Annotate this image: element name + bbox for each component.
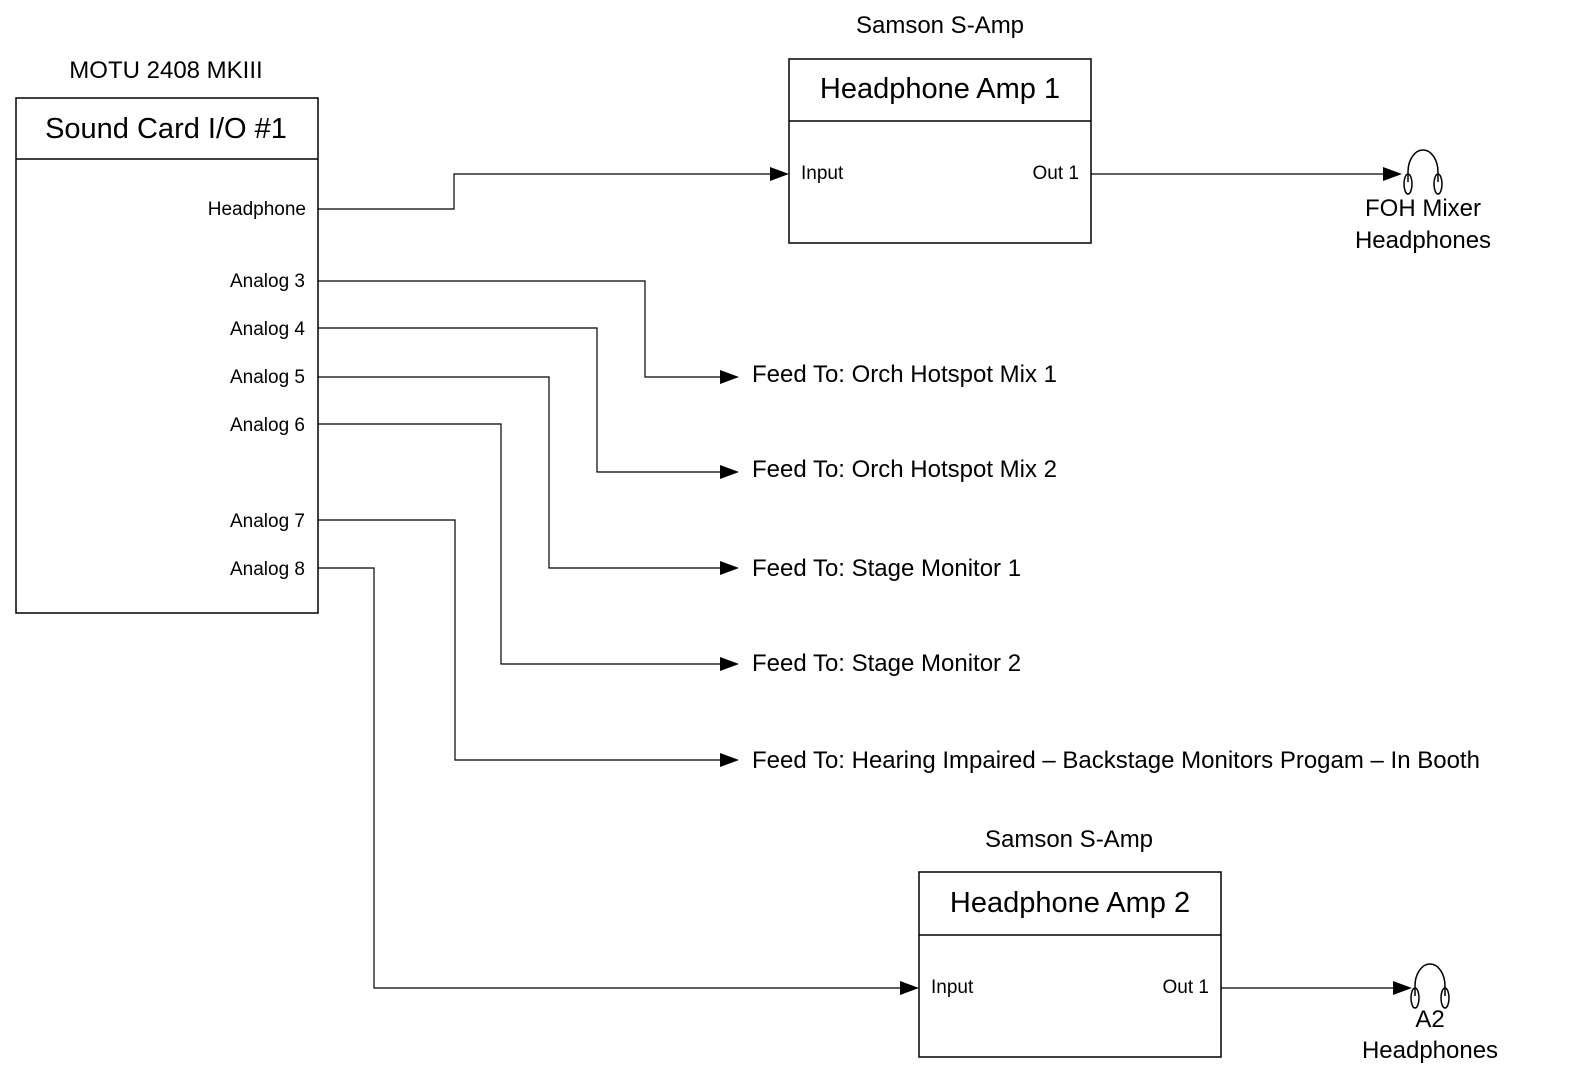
wire-analog6-to-feed4 <box>318 423 722 665</box>
amp2-title: Headphone Amp 2 <box>950 887 1190 919</box>
foh-headphones-label-line2: Headphones <box>1355 227 1491 254</box>
sound-card-title: Sound Card I/O #1 <box>45 113 287 145</box>
arrow-amp2-input <box>900 981 919 995</box>
arrow-foh-headphones <box>1383 167 1402 181</box>
amp1-output-label: Out 1 <box>1033 163 1079 184</box>
feed-label-orch-hotspot-mix-2: Feed To: Orch Hotspot Mix 2 <box>752 456 1057 483</box>
arrow-feed2 <box>720 465 739 479</box>
arrow-amp1-input <box>770 167 789 181</box>
wire-headphone-to-amp1 <box>318 173 772 210</box>
wire-analog4-to-feed2 <box>318 327 722 473</box>
headphones-icon <box>1403 149 1443 195</box>
a2-headphones-label-line1: A2 <box>1415 1006 1444 1033</box>
amp2-input-label: Input <box>931 977 974 998</box>
feed-label-orch-hotspot-mix-1: Feed To: Orch Hotspot Mix 1 <box>752 361 1057 388</box>
wire-analog5-to-feed3 <box>318 376 722 569</box>
foh-headphones-label-line1: FOH Mixer <box>1365 195 1481 222</box>
sound-card-box <box>15 97 319 614</box>
amp2-box <box>918 871 1222 1058</box>
sound-card-device-label: MOTU 2408 MKIII <box>69 57 262 84</box>
arrow-feed3 <box>720 561 739 575</box>
port-analog-7: Analog 7 <box>230 511 305 532</box>
a2-headphones-label-line2: Headphones <box>1362 1037 1498 1064</box>
feed-label-stage-monitor-1: Feed To: Stage Monitor 1 <box>752 555 1021 582</box>
amp2-output-label: Out 1 <box>1163 977 1209 998</box>
wire-analog8-to-amp2 <box>318 567 902 989</box>
port-analog-6: Analog 6 <box>230 415 305 436</box>
headphones-icon <box>1410 963 1450 1009</box>
amp1-input-label: Input <box>801 163 844 184</box>
port-analog-8: Analog 8 <box>230 559 305 580</box>
amp1-title: Headphone Amp 1 <box>820 73 1060 105</box>
port-analog-3: Analog 3 <box>230 271 305 292</box>
amp2-device-label: Samson S-Amp <box>985 826 1153 853</box>
port-headphone: Headphone <box>208 199 306 220</box>
port-analog-4: Analog 4 <box>230 319 305 340</box>
amp1-box <box>788 58 1092 244</box>
amp1-device-label: Samson S-Amp <box>856 12 1024 39</box>
feed-label-stage-monitor-2: Feed To: Stage Monitor 2 <box>752 650 1021 677</box>
port-analog-5: Analog 5 <box>230 367 305 388</box>
feed-label-hearing-impaired: Feed To: Hearing Impaired – Backstage Mo… <box>752 747 1480 774</box>
wire-analog3-to-feed1 <box>318 280 722 378</box>
arrow-feed1 <box>720 370 739 384</box>
arrow-feed5 <box>720 753 739 767</box>
wire-analog7-to-feed5 <box>318 519 722 761</box>
arrow-feed4 <box>720 657 739 671</box>
arrow-a2-headphones <box>1393 981 1412 995</box>
